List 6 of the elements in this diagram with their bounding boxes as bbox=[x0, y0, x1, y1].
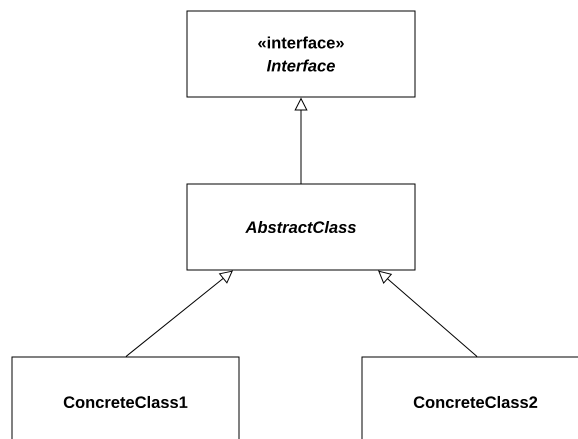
class-box: «interface» Interface bbox=[186, 10, 416, 98]
class-box: ConcreteClass1 bbox=[12, 356, 240, 439]
generalization-arrow bbox=[378, 270, 478, 357]
generalization-arrow bbox=[126, 270, 233, 357]
class-box: AbstractClass bbox=[186, 184, 416, 270]
class-box: ConcreteClass2 bbox=[362, 356, 578, 439]
